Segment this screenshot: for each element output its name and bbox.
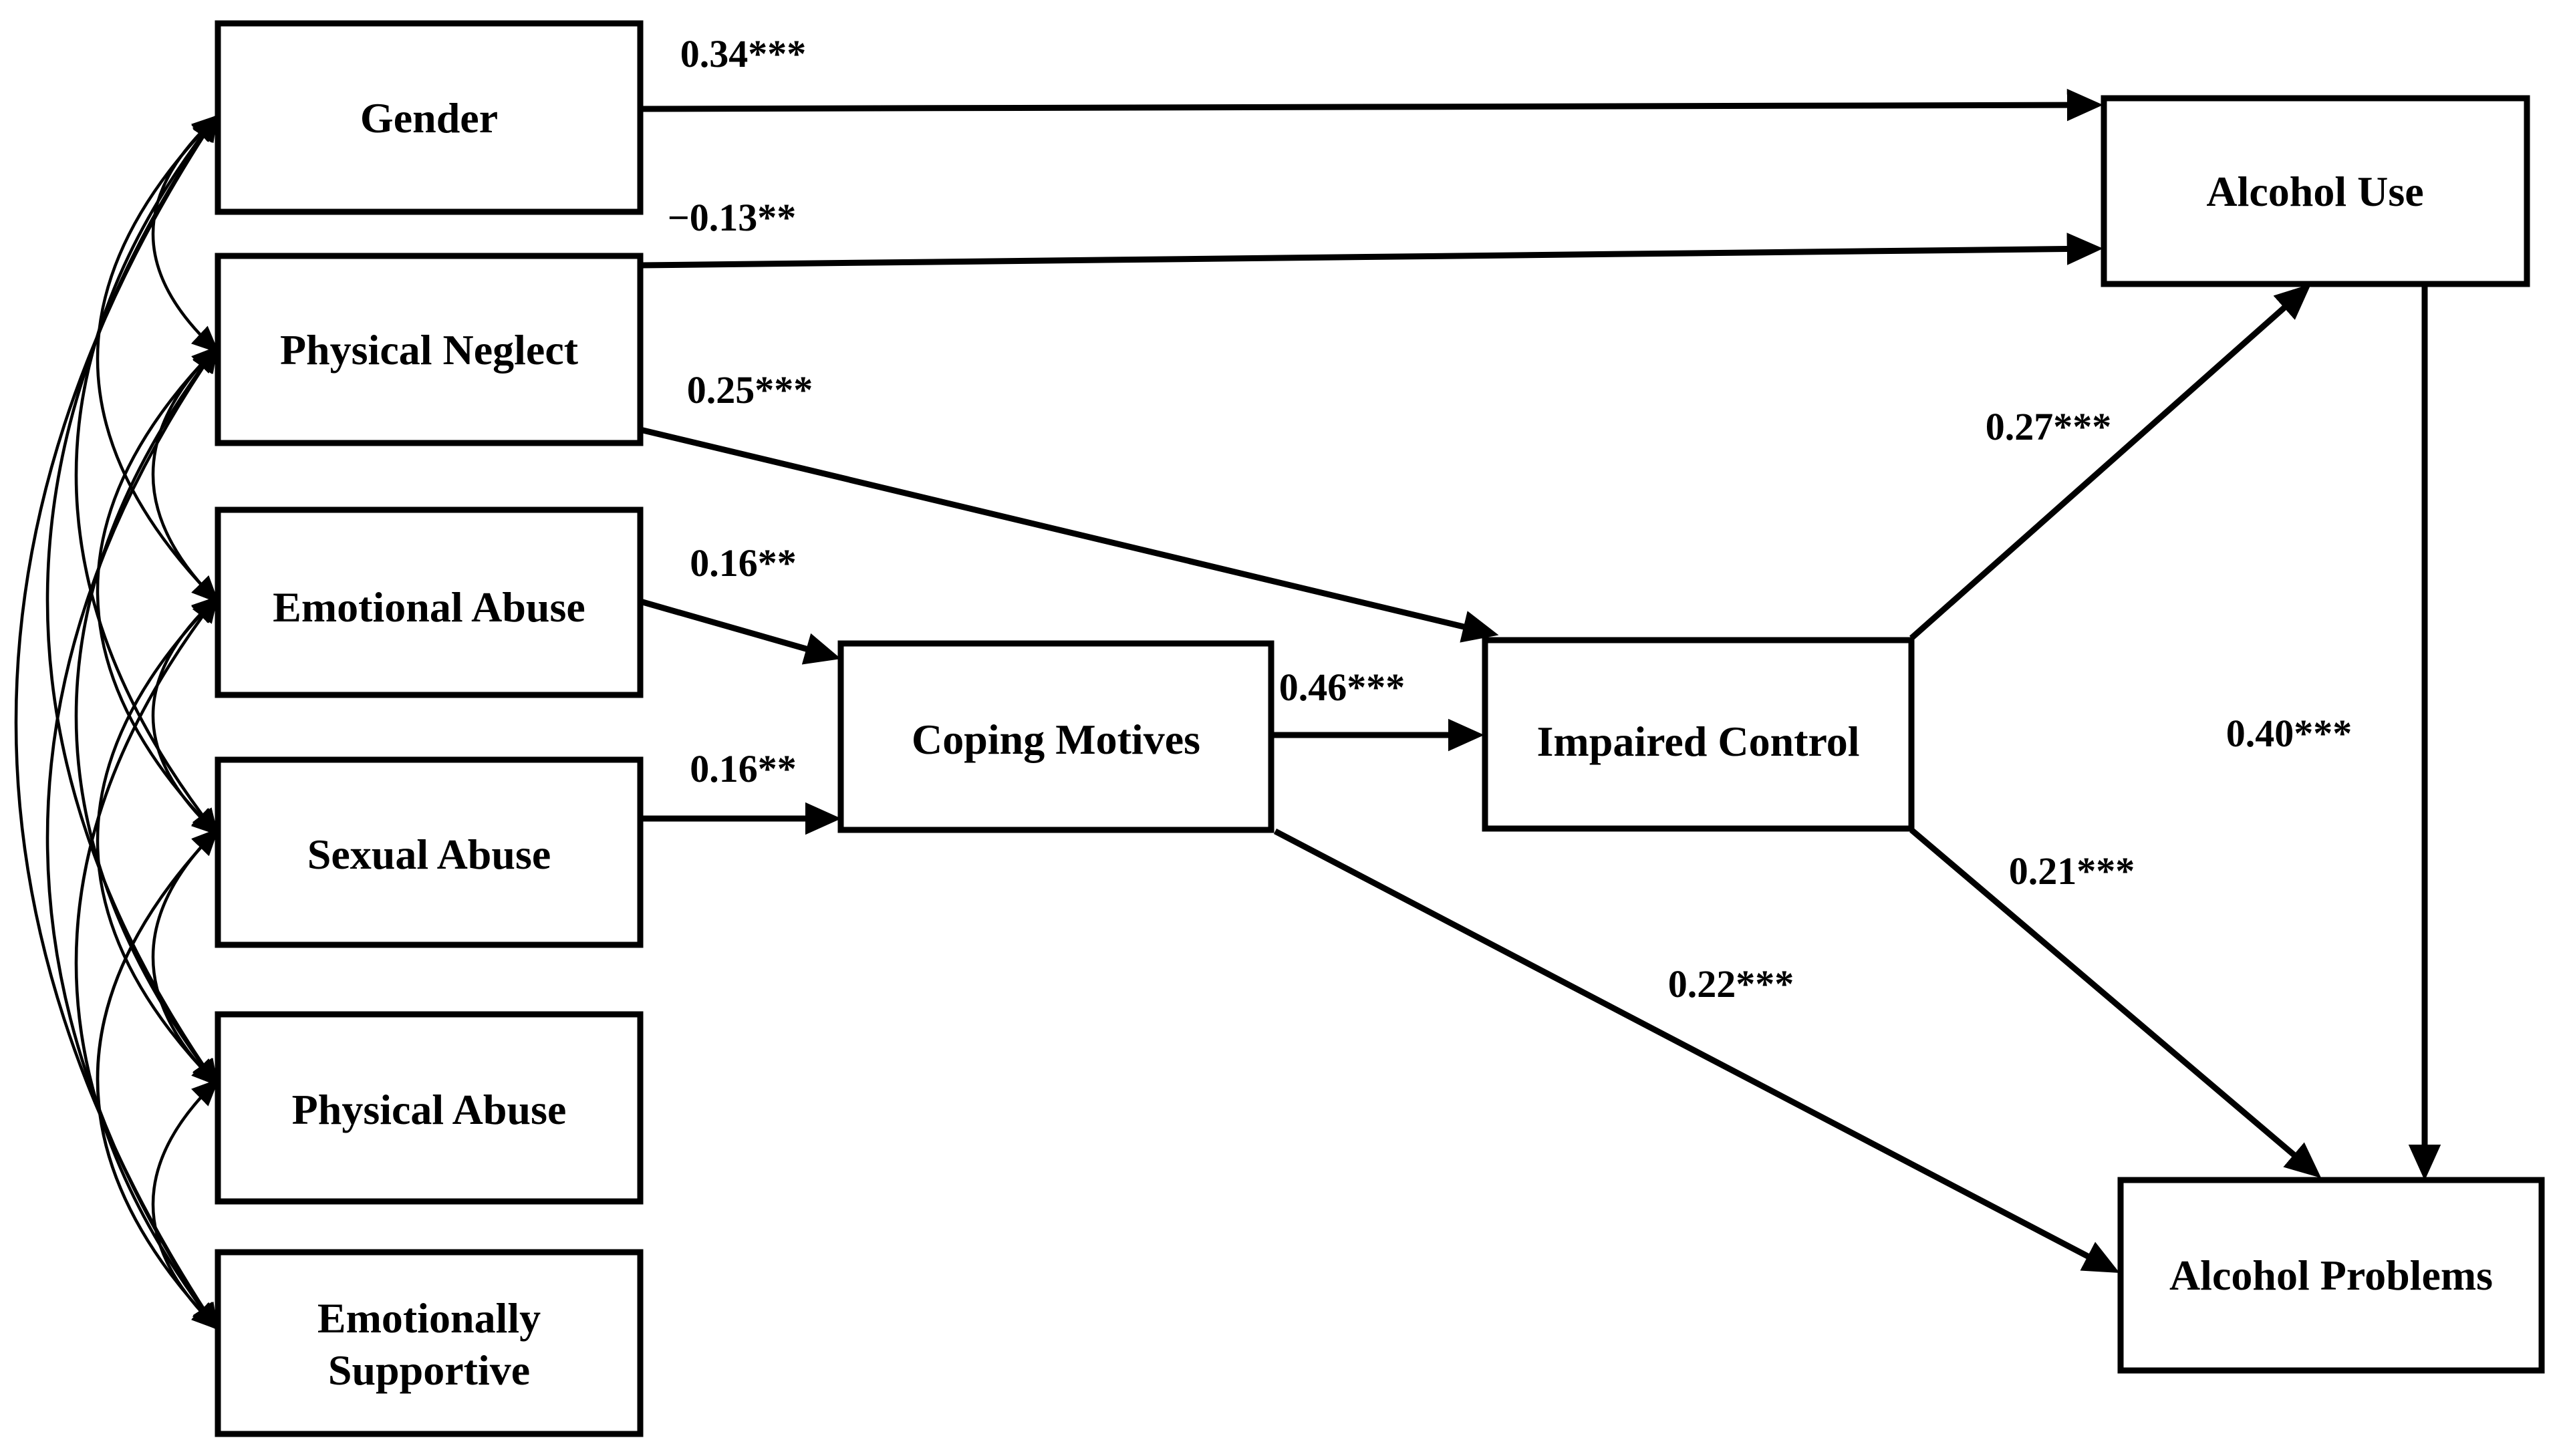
path-impaired-control-to-alcohol-problems bbox=[1909, 827, 2322, 1178]
impaired-control-label: Impaired Control bbox=[1537, 718, 1860, 765]
coef-coping-motives-alcohol-problems: 0.22*** bbox=[1668, 962, 1794, 1006]
path-gender-to-alcohol-use bbox=[640, 88, 2103, 122]
coef-physical-neglect-impaired-control: 0.25*** bbox=[687, 368, 813, 412]
node-coping-motives: Coping Motives bbox=[837, 640, 1274, 833]
coef-gender-alcohol-use: 0.34*** bbox=[680, 32, 807, 76]
coef-impaired-control-alcohol-use: 0.27*** bbox=[1986, 405, 2112, 448]
physical-abuse-label: Physical Abuse bbox=[292, 1086, 567, 1133]
emotional-abuse-label: Emotional Abuse bbox=[273, 583, 585, 631]
correlation-arc-emotional-abuse-emotionally-supportive bbox=[74, 595, 219, 1331]
coef-emotional-abuse-coping-motives: 0.16** bbox=[690, 541, 797, 585]
coping-motives-box bbox=[837, 640, 1274, 833]
coef-sexual-abuse-coping-motives: 0.16** bbox=[690, 747, 797, 790]
correlation-arc-gender-emotionally-supportive bbox=[14, 114, 219, 1331]
correlation-arc-physical-neglect-emotional-abuse bbox=[151, 345, 219, 603]
correlation-arc-gender-sexual-abuse bbox=[74, 114, 219, 837]
correlation-arc-physical-neglect-physical-abuse bbox=[74, 345, 219, 1087]
correlation-arcs bbox=[14, 114, 219, 1331]
emotionally-supportive-label-line1: Emotionally bbox=[317, 1294, 541, 1342]
coefficient-labels: 0.34*** −0.13** 0.25*** 0.16** 0.16** 0.… bbox=[668, 32, 2352, 1006]
emotionally-supportive-label-line2: Supportive bbox=[328, 1346, 530, 1394]
path-impaired-control-to-alcohol-use bbox=[1909, 283, 2312, 641]
node-physical-abuse: Physical Abuse bbox=[215, 1011, 644, 1205]
physical-neglect-box bbox=[215, 253, 644, 446]
node-sexual-abuse: Sexual Abuse bbox=[215, 756, 644, 948]
node-gender: Gender bbox=[215, 20, 644, 215]
coef-impaired-control-alcohol-problems: 0.21*** bbox=[2009, 849, 2135, 893]
sexual-abuse-label: Sexual Abuse bbox=[307, 831, 551, 878]
node-physical-neglect: Physical Neglect bbox=[215, 253, 644, 446]
node-impaired-control: Impaired Control bbox=[1482, 637, 1915, 832]
path-physical-neglect-to-impaired-control bbox=[639, 426, 1499, 643]
coping-motives-label: Coping Motives bbox=[912, 716, 1200, 763]
sexual-abuse-box bbox=[215, 756, 644, 948]
structural-paths bbox=[639, 88, 2441, 1274]
physical-neglect-label: Physical Neglect bbox=[280, 326, 579, 374]
path-emotional-abuse-to-coping-motives bbox=[639, 598, 841, 665]
alcohol-problems-box bbox=[2117, 1177, 2545, 1374]
emotionally-supportive-box bbox=[215, 1249, 644, 1437]
alcohol-problems-label: Alcohol Problems bbox=[2169, 1252, 2493, 1299]
node-emotionally-supportive: Emotionally Supportive bbox=[215, 1249, 644, 1437]
gender-label: Gender bbox=[360, 94, 498, 142]
node-alcohol-use: Alcohol Use bbox=[2101, 95, 2530, 287]
gender-box bbox=[215, 20, 644, 215]
alcohol-use-label: Alcohol Use bbox=[2206, 168, 2423, 215]
coef-physical-neglect-alcohol-use: −0.13** bbox=[668, 196, 797, 239]
correlation-arc-gender-emotional-abuse bbox=[96, 114, 219, 603]
correlation-arc-emotional-abuse-physical-abuse bbox=[96, 595, 219, 1086]
correlation-arc-sexual-abuse-physical-abuse bbox=[151, 828, 219, 1086]
coef-coping-motives-impaired-control: 0.46*** bbox=[1279, 666, 1405, 709]
node-emotional-abuse: Emotional Abuse bbox=[215, 506, 644, 698]
alcohol-use-box bbox=[2101, 95, 2530, 287]
correlation-arc-physical-neglect-sexual-abuse bbox=[96, 345, 219, 836]
coef-alcohol-use-alcohol-problems: 0.40*** bbox=[2226, 712, 2352, 755]
node-alcohol-problems: Alcohol Problems bbox=[2117, 1177, 2545, 1374]
correlation-arc-sexual-abuse-emotionally-supportive bbox=[96, 828, 219, 1330]
physical-abuse-box bbox=[215, 1011, 644, 1205]
path-physical-neglect-to-alcohol-use bbox=[640, 233, 2103, 269]
path-coping-motives-to-alcohol-problems bbox=[1273, 829, 2120, 1274]
emotional-abuse-box bbox=[215, 506, 644, 698]
impaired-control-box bbox=[1482, 637, 1915, 832]
